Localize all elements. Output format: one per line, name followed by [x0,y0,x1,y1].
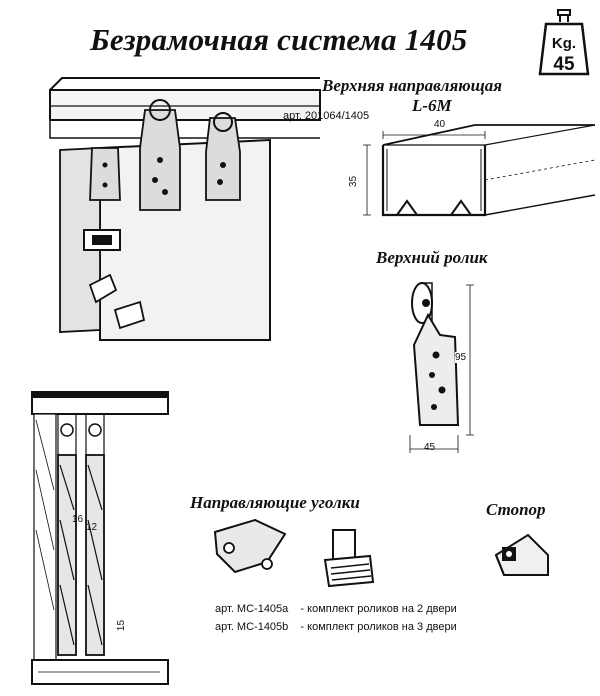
roller-width-dimension: 45 [424,442,436,453]
section-dimension-a: 16 [72,514,84,525]
kit-article-b: арт. MC-1405b [215,621,289,633]
stopper-illustration [494,533,549,576]
stopper-heading: Стопор [486,500,546,519]
roller-heading: Верхний ролик [376,248,488,267]
rail-model: L-6M [412,96,452,115]
cross-section-illustration [31,391,169,685]
kit-description-a: - комплект роликов на 2 двери [300,603,457,615]
weight-unit: Kg. [551,35,577,52]
guides-heading: Направляющие уголки [190,493,360,512]
kit-description-b: - комплект роликов на 3 двери [300,621,457,633]
section-dimension-b: 12 [86,522,98,533]
system-perspective-illustration [49,77,321,341]
kit-row-a: арт. MC-1405a - комплект роликов на 2 дв… [215,603,457,615]
guides-illustration [213,518,375,588]
kit-row-b: арт. MC-1405b - комплект роликов на 3 дв… [215,621,457,633]
rail-heading: Верхняя направляющая [322,76,503,95]
kit-article-a: арт. MC-1405a [215,603,289,615]
weight-badge: Kg. 45 [538,8,590,76]
rail-profile-illustration [363,124,596,217]
page-title: Безрамочная система 1405 [90,22,468,57]
roller-height-dimension: 95 [455,352,467,363]
rail-height-dimension: 35 [348,175,360,188]
weight-icon [538,9,590,76]
weight-value: 45 [553,54,575,75]
section-dimension-c: 15 [116,619,128,632]
rail-width-dimension: 40 [434,119,446,130]
roller-illustration [409,282,474,453]
rail-article: арт. 201064/1405 [283,110,370,122]
